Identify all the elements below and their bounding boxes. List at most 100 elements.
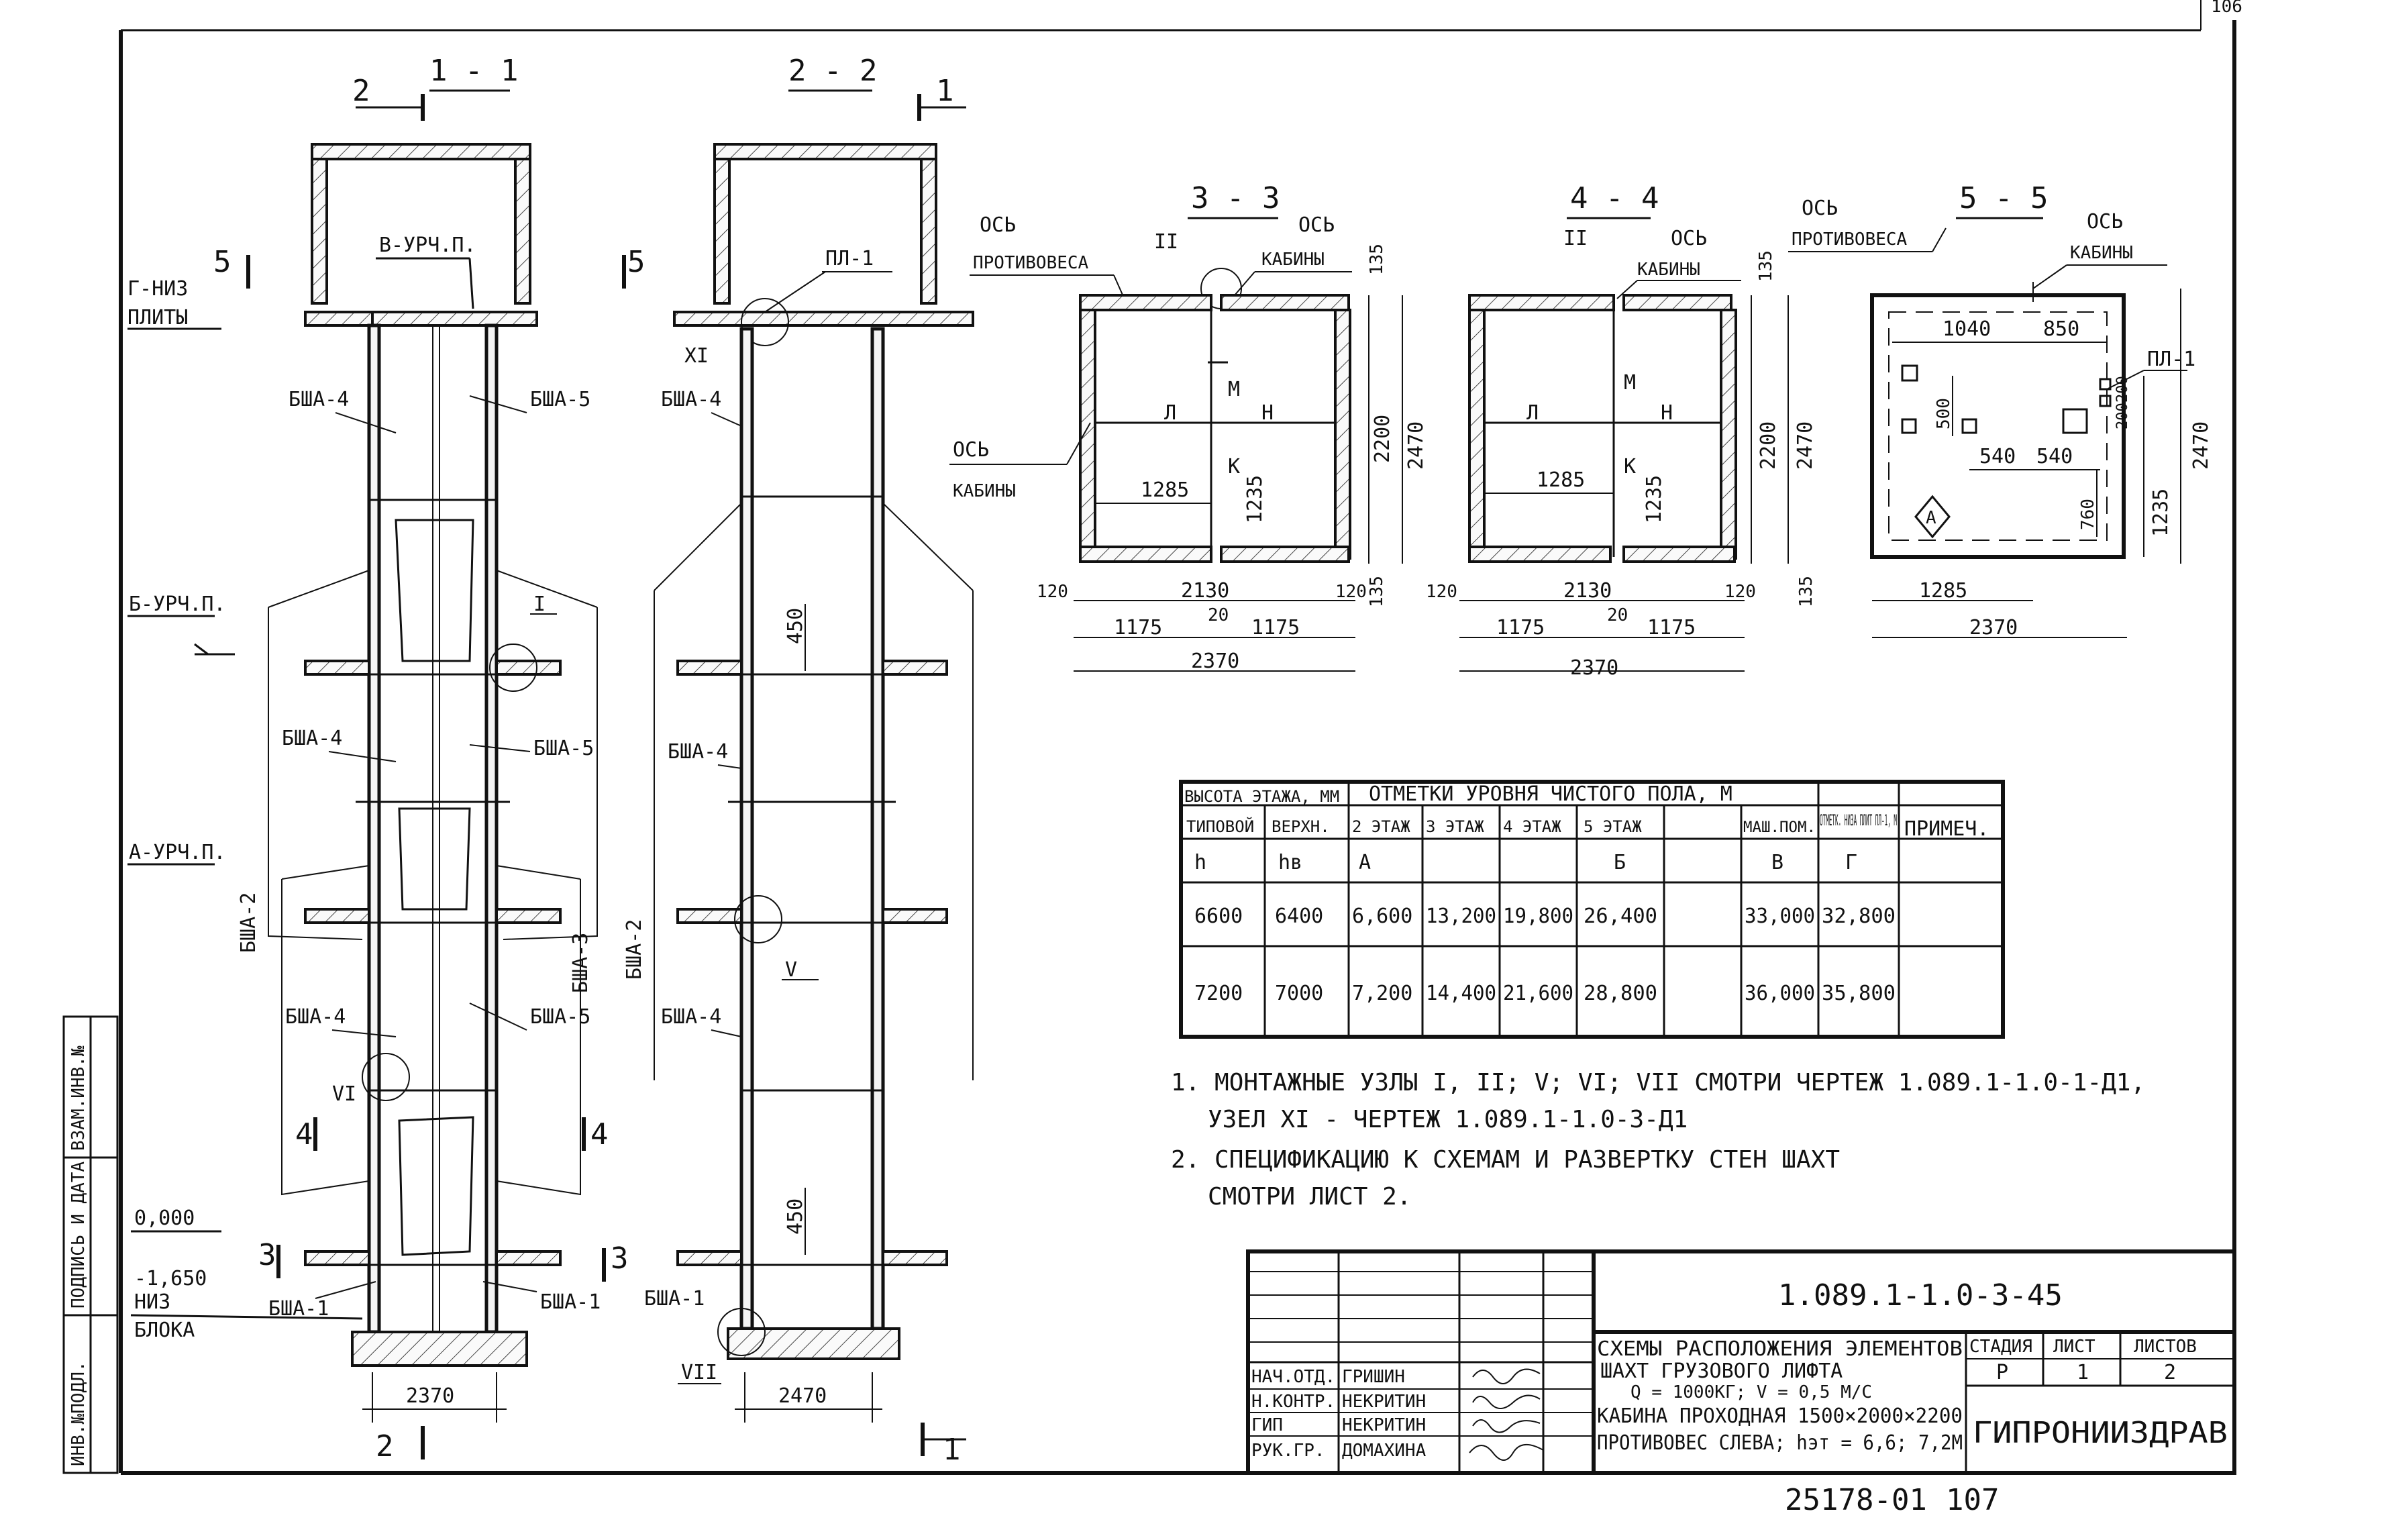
- table-row-2-c5: 28,800: [1584, 982, 1657, 1005]
- os-kab-4-4: ОСЬ: [1671, 227, 1707, 250]
- note-line-3: 2. СПЕЦИФИКАЦИЮ К СХЕМАМ И РАЗВЕРТКУ СТЕ…: [1171, 1146, 1840, 1174]
- bsha1-left-label: БША-1: [268, 1297, 329, 1321]
- d1175b-3-3: 1175: [1251, 616, 1300, 639]
- os-kab-3-3: ОСЬ: [1298, 213, 1335, 237]
- section-4-4: 4 - 4 ОСЬ КАБИНЫ II Л М Н К 1285 1235 22…: [1426, 181, 1817, 680]
- section-4-4-title: 4 - 4: [1570, 181, 1659, 215]
- d500-5-5: 500: [1934, 398, 1954, 429]
- M-4-4: М: [1624, 371, 1636, 395]
- margin-inv-podl: ИНВ.№ПОДЛ.: [68, 1361, 89, 1466]
- a-urch-label: А-УРЧ.П.: [129, 841, 226, 864]
- bsha5-mid-label: БША-5: [533, 737, 594, 760]
- d2470-4-4: 2470: [1794, 421, 1817, 470]
- th-col-7: МАШ.ПОМ.: [1743, 819, 1816, 836]
- d120a-4-4: 120: [1426, 582, 1457, 602]
- signature-3: [1472, 1419, 1541, 1433]
- bsha2-label: БША-2: [237, 892, 260, 953]
- d120b-3-3: 120: [1335, 582, 1367, 602]
- name-3: НЕКРИТИН: [1342, 1415, 1426, 1435]
- cut-2b-label: 2: [376, 1429, 394, 1464]
- bsha1-label-2-2: БША-1: [644, 1287, 705, 1311]
- table-row-2-c8: 35,800: [1822, 982, 1896, 1005]
- bsha4-top-label: БША-4: [289, 388, 349, 411]
- os-kab2-3-3: ОСЬ: [953, 438, 989, 462]
- signature-4: [1469, 1444, 1544, 1461]
- doc-code: 1.089.1-1.0-3-45: [1778, 1278, 2063, 1313]
- title-line-3: Q = 1000КГ; V = 0,5 М/С: [1630, 1382, 1872, 1402]
- d2370-4-4: 2370: [1570, 656, 1618, 680]
- table-row-1-c7: 33,000: [1745, 905, 1815, 928]
- prot-3-3: ПРОТИВОВЕСА: [973, 253, 1089, 273]
- section-2-2-title: 2 - 2: [788, 54, 877, 88]
- M-3-3: М: [1228, 378, 1240, 401]
- N-4-4: Н: [1661, 401, 1673, 425]
- role-2: Н.КОНТР.: [1251, 1392, 1335, 1412]
- page-number: 107: [1946, 1483, 1999, 1517]
- dim-2470-2-2: 2470: [778, 1384, 827, 1408]
- d135b-4-4: 135: [1796, 576, 1816, 607]
- d200b-5-5: 200: [2114, 403, 2131, 429]
- table-row-2-c2: 7,200: [1352, 982, 1412, 1005]
- cut-5-label: 5: [213, 245, 231, 279]
- cut-5b-label: 5: [627, 245, 645, 279]
- os-prot-5-5: ОСЬ: [1802, 197, 1838, 220]
- minus-mark-label: -1,650: [134, 1267, 207, 1290]
- stage-value: Р: [1996, 1361, 2008, 1384]
- pl1-5-5: ПЛ-1: [2147, 348, 2195, 371]
- d2370-5-5: 2370: [1969, 616, 2018, 639]
- d2370-3-3: 2370: [1191, 650, 1239, 673]
- table-row-2-c0: 7200: [1194, 982, 1243, 1005]
- title-line-2: ШАХТ ГРУЗОВОГО ЛИФТА: [1600, 1359, 1843, 1383]
- dim-2370-1-1: 2370: [406, 1384, 454, 1408]
- node-ii-3-3: II: [1154, 230, 1178, 254]
- title-block: 1.089.1-1.0-3-45 СХЕМЫ РАСПОЛОЖЕНИЯ ЭЛЕМ…: [1246, 1249, 2236, 1517]
- cut-2-label: 2: [352, 74, 370, 108]
- title-line-1: СХЕМЫ РАСПОЛОЖЕНИЯ ЭЛЕМЕНТОВ: [1597, 1337, 1963, 1361]
- bsha4-mid-label: БША-4: [282, 727, 342, 750]
- letter-1: hв: [1278, 851, 1302, 874]
- note-line-1: 1. МОНТАЖНЫЕ УЗЛЫ I, II; V; VI; VII СМОТ…: [1171, 1069, 2145, 1096]
- margin-podpis-data: ПОДПИСЬ И ДАТА: [68, 1162, 89, 1308]
- bsha3-label: БША-3: [569, 933, 592, 993]
- d1285-4-4: 1285: [1537, 468, 1585, 492]
- archive-number: 25178-01: [1785, 1483, 1927, 1517]
- table-row-1-c3: 13,200: [1426, 905, 1496, 928]
- th-col-1: ВЕРХН.: [1272, 817, 1330, 836]
- title-line-4: КАБИНА ПРОХОДНАЯ 1500×2000×2200: [1597, 1404, 1963, 1428]
- sheets-value: 2: [2164, 1361, 2176, 1384]
- sheet-number-corner: 106: [2211, 0, 2242, 17]
- K-3-3: К: [1228, 455, 1240, 478]
- table-row-1-c1: 6400: [1275, 905, 1323, 928]
- note-line-2: УЗЕЛ XI - ЧЕРТЕЖ 1.089.1-1.0-3-Д1: [1208, 1106, 1688, 1133]
- th-marks: ОТМЕТКИ УРОВНЯ ЧИСТОГО ПОЛА, М: [1369, 782, 1732, 806]
- d2200-3-3: 2200: [1371, 415, 1394, 463]
- d1175a-4-4: 1175: [1496, 616, 1545, 639]
- d2200-4-4: 2200: [1757, 421, 1780, 470]
- section-5-5: 5 - 5 ОСЬ ПРОТИВОВЕСА ОСЬ КАБИНЫ 1040 85…: [1788, 181, 2213, 639]
- table-row-2-c4: 21,600: [1503, 982, 1573, 1005]
- d2130-3-3: 2130: [1181, 579, 1229, 603]
- d20-3-3: 20: [1208, 605, 1229, 625]
- role-4: РУК.ГР.: [1251, 1441, 1325, 1461]
- role-1: НАЧ.ОТД.: [1251, 1367, 1335, 1387]
- name-1: ГРИШИН: [1342, 1367, 1405, 1387]
- name-2: НЕКРИТИН: [1342, 1392, 1426, 1412]
- section-2-2: 2 - 2 1 ПЛ-1 XI 450 450 БША-4 БШ: [623, 54, 974, 1467]
- niz-label: НИЗ: [134, 1290, 170, 1314]
- sheet-value: 1: [2077, 1361, 2089, 1384]
- name-4: ДОМАХИНА: [1342, 1441, 1427, 1461]
- d2130-4-4: 2130: [1563, 579, 1612, 603]
- d1285-3-3: 1285: [1141, 478, 1189, 502]
- d540a-5-5: 540: [1979, 445, 2016, 468]
- title-line-5: ПРОТИВОВЕС СЛЕВА; hэт = 6,6; 7,2М: [1597, 1431, 1963, 1455]
- th-col-2: 2 ЭТАЖ: [1352, 817, 1410, 836]
- d1175b-4-4: 1175: [1647, 616, 1696, 639]
- bsha4-low-label: БША-4: [285, 1005, 346, 1029]
- os-prot-3-3: ОСЬ: [980, 213, 1016, 237]
- prot-5-5: ПРОТИВОВЕСА: [1792, 229, 1908, 250]
- note-line-4: СМОТРИ ЛИСТ 2.: [1208, 1183, 1411, 1211]
- d20-4-4: 20: [1607, 605, 1628, 625]
- dim-450-top: 450: [784, 608, 807, 644]
- bsha1-right-label: БША-1: [540, 1290, 601, 1314]
